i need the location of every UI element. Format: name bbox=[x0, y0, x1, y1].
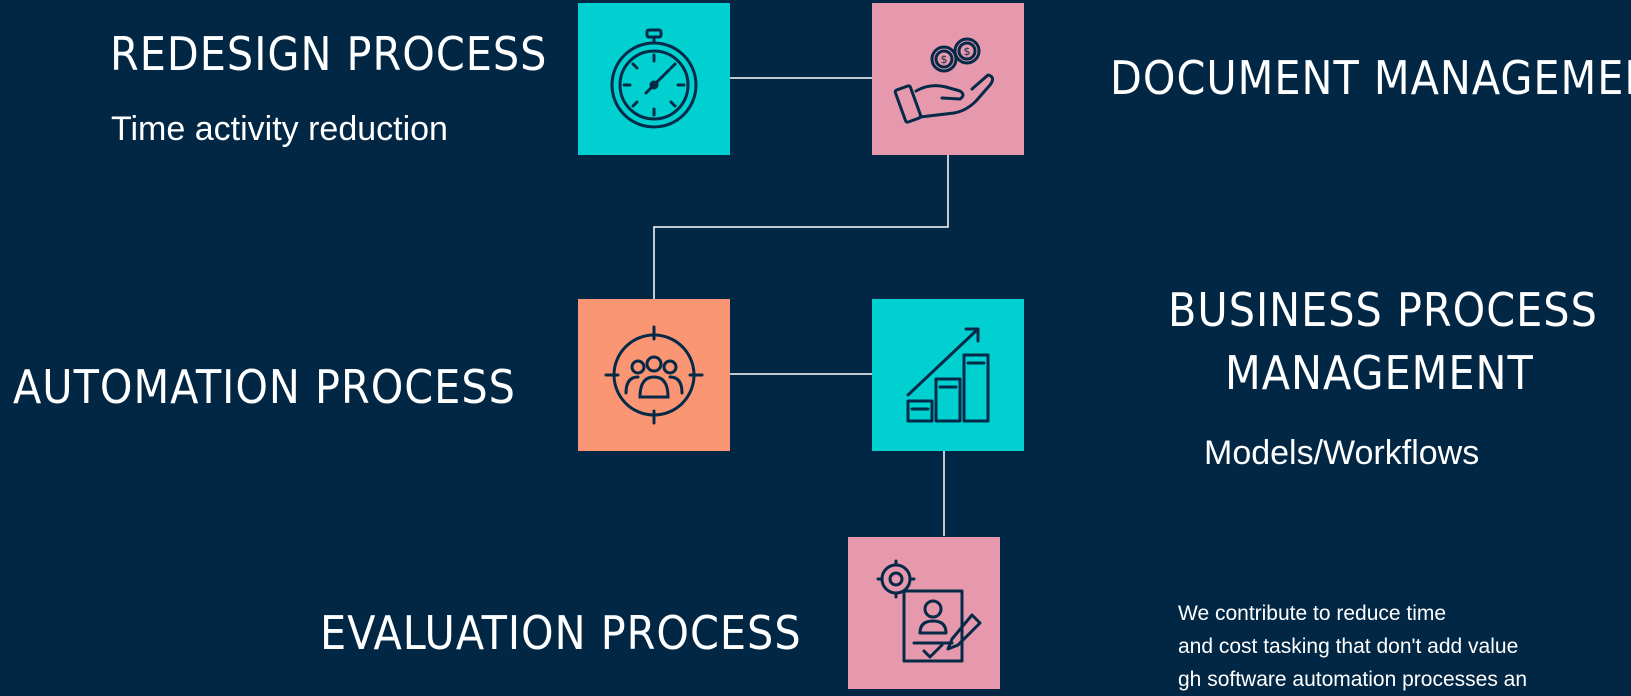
redesign-process-subtitle: Time activity reduction bbox=[111, 110, 448, 148]
growth-chart-box bbox=[872, 299, 1024, 451]
growth-chart-icon bbox=[906, 327, 990, 423]
svg-text:$: $ bbox=[964, 45, 971, 58]
description-line-3: gh software automation processes an bbox=[1178, 668, 1528, 691]
automation-process-title: AUTOMATION PROCESS bbox=[13, 360, 516, 414]
evaluation-process-title: EVALUATION PROCESS bbox=[320, 606, 802, 660]
bpm-title-line2: MANAGEMENT bbox=[1225, 346, 1534, 400]
description-text: We contribute to reduce time and cost ta… bbox=[1178, 597, 1527, 696]
team-target-icon bbox=[604, 325, 704, 425]
svg-text:$: $ bbox=[941, 53, 948, 66]
profile-document-icon bbox=[876, 559, 982, 663]
bpm-subtitle: Models/Workflows bbox=[1204, 434, 1480, 472]
stopwatch-box bbox=[578, 3, 730, 155]
bpm-title-line1: BUSINESS PROCESS bbox=[1168, 283, 1598, 337]
stopwatch-icon bbox=[610, 28, 698, 129]
money-hand-icon: $ $ bbox=[893, 37, 995, 124]
profile-document-box bbox=[848, 537, 1000, 689]
document-management-title: DOCUMENT MANAGEMENT bbox=[1110, 51, 1631, 105]
description-line-2: and cost tasking that don't add value bbox=[1178, 635, 1519, 658]
redesign-process-title: REDESIGN PROCESS bbox=[110, 27, 548, 81]
money-hand-box: $ $ bbox=[872, 3, 1024, 155]
description-line-1: We contribute to reduce time bbox=[1178, 602, 1447, 625]
team-target-box bbox=[578, 299, 730, 451]
